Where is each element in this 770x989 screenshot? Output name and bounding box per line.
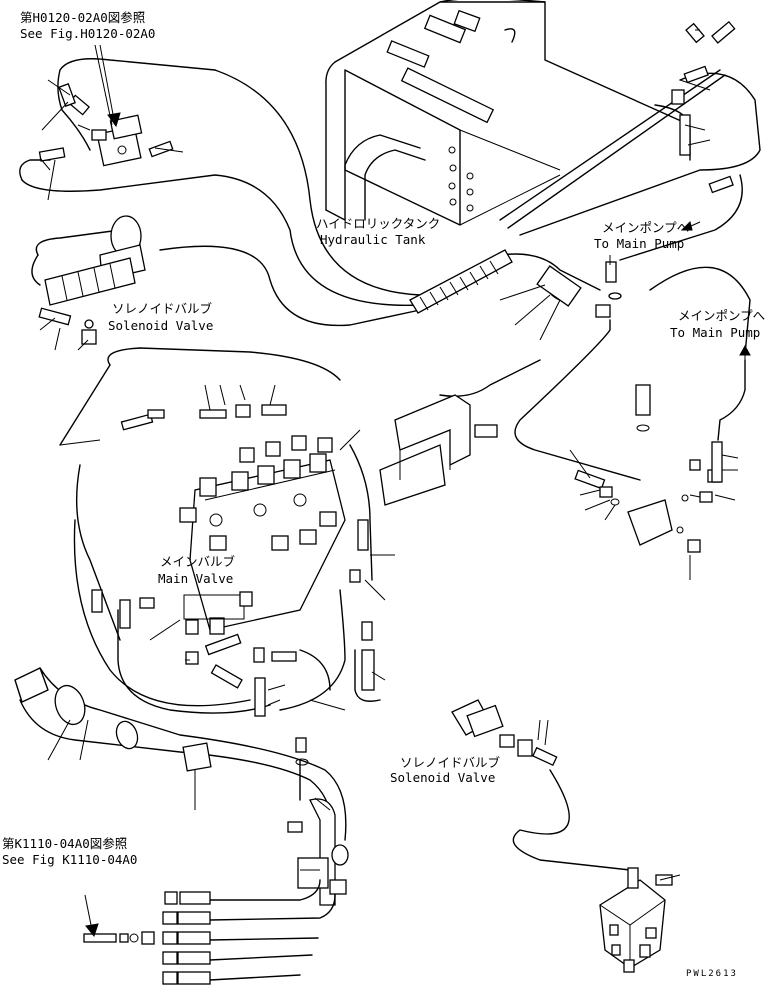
ref-label-bottom: 第K1110-04A0図参照 See Fig K1110-04A0	[2, 836, 137, 867]
ref-bottom-en: See Fig K1110-04A0	[2, 852, 137, 867]
hydraulic-tank	[325, 0, 691, 226]
hose-bundles	[19, 58, 761, 714]
solenoid-valve-2-label-jp: ソレノイドバルブ	[400, 755, 501, 770]
label-main-pump-1: メインポンプへ To Main Pump	[594, 220, 689, 251]
main-valve-label-jp: メインバルブ	[160, 554, 236, 569]
label-solenoid-valve-2: ソレノイドバルブ Solenoid Valve	[390, 755, 501, 785]
ref-top-jp: 第H0120-02A0図参照	[20, 10, 145, 25]
ref-bottom-jp: 第K1110-04A0図参照	[2, 836, 127, 851]
main-valve	[179, 435, 369, 635]
solenoid-valve-1-label-jp: ソレノイドバルブ	[112, 301, 213, 316]
label-solenoid-valve-1: ソレノイドバルブ Solenoid Valve	[108, 301, 213, 333]
ref-label-top: 第H0120-02A0図参照 See Fig.H0120-02A0	[20, 10, 155, 41]
ref-top-en: See Fig.H0120-02A0	[20, 26, 155, 41]
ppc-valve	[599, 867, 673, 973]
solenoid-valve-2-label-en: Solenoid Valve	[390, 770, 495, 785]
solenoid-valve-top	[38, 215, 146, 345]
label-main-pump-2: メインポンプへ To Main Pump	[670, 308, 765, 340]
pump-line-fittings	[536, 20, 736, 318]
bottom-hose-fan	[83, 879, 336, 985]
leader-lines	[39, 29, 739, 881]
lower-left-piping	[14, 667, 349, 906]
hose-sleeve	[409, 249, 513, 314]
main-valve-fittings	[91, 404, 375, 717]
solenoid-valve-bottom	[451, 699, 631, 871]
flow-arrows	[84, 44, 751, 938]
solenoid-valve-1-label-en: Solenoid Valve	[108, 318, 213, 333]
drawing-code: PWL2613	[686, 969, 738, 979]
main-pump-2-label-jp: メインポンプへ	[678, 308, 765, 323]
hydraulic-tank-label-en: Hydraulic Tank	[320, 232, 426, 247]
main-pump-1-label-en: To Main Pump	[594, 236, 684, 251]
bracket	[379, 394, 498, 506]
main-pump-1-label-jp: メインポンプへ	[602, 220, 689, 235]
main-pump-2-label-en: To Main Pump	[670, 325, 760, 340]
main-valve-label-en: Main Valve	[158, 571, 233, 586]
right-block	[574, 384, 723, 553]
label-hydraulic-tank: ハイドロリックタンク Hydraulic Tank	[316, 216, 440, 247]
hydraulic-tank-label-jp: ハイドロリックタンク	[316, 216, 440, 231]
label-main-valve: メインバルブ Main Valve	[158, 554, 236, 586]
